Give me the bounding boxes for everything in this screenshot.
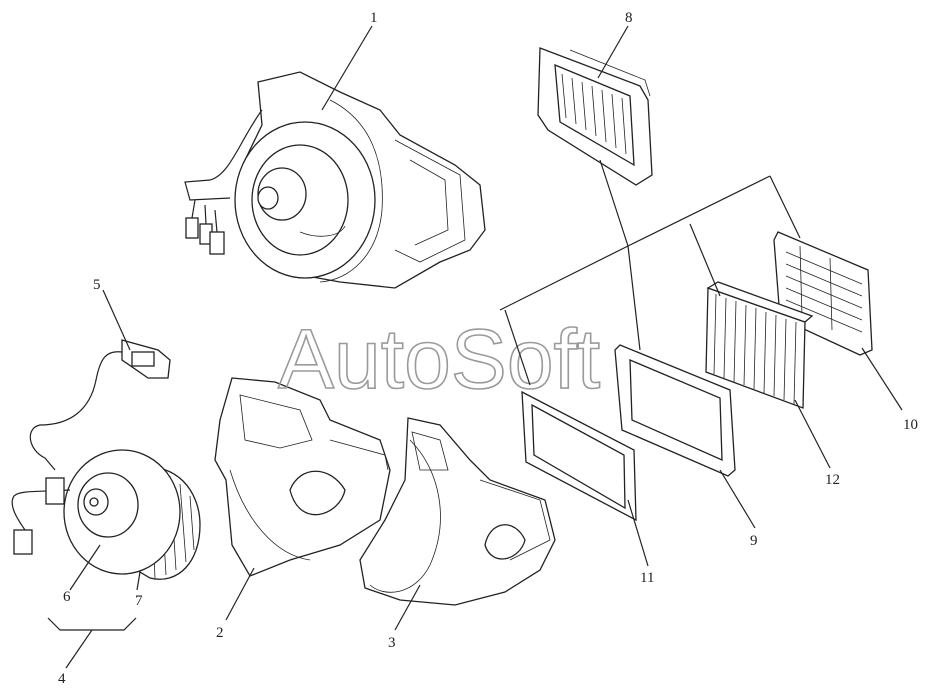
callout-5: 5 bbox=[93, 277, 101, 293]
callout-10: 10 bbox=[903, 417, 918, 433]
callout-2: 2 bbox=[216, 625, 224, 641]
part-3-upper-housing-half bbox=[359, 417, 556, 606]
part-8-filter-housing bbox=[537, 47, 653, 186]
callout-6: 6 bbox=[63, 589, 71, 605]
callout-9: 9 bbox=[750, 533, 758, 549]
part-2-lower-housing-half bbox=[214, 377, 391, 577]
part-4-blower-motor-assembly bbox=[11, 449, 201, 580]
watermark-text: AutoSoft bbox=[278, 312, 600, 406]
part-1-blower-housing-assembly bbox=[184, 71, 486, 289]
callout-11: 11 bbox=[640, 570, 654, 586]
callout-12: 12 bbox=[825, 472, 840, 488]
part-9-filter-frame bbox=[614, 344, 736, 477]
callout-4: 4 bbox=[58, 671, 66, 687]
part-5-blower-resistor bbox=[29, 339, 171, 471]
callout-7: 7 bbox=[135, 593, 143, 609]
callout-8: 8 bbox=[625, 10, 633, 26]
callout-1: 1 bbox=[370, 10, 378, 26]
leader-lines bbox=[47, 25, 903, 669]
callout-labels: 1 2 3 4 5 6 7 8 9 10 11 12 bbox=[58, 10, 918, 687]
part-11-gasket bbox=[521, 390, 637, 522]
callout-3: 3 bbox=[388, 635, 396, 651]
part-12-cabin-filter-element bbox=[705, 281, 814, 409]
